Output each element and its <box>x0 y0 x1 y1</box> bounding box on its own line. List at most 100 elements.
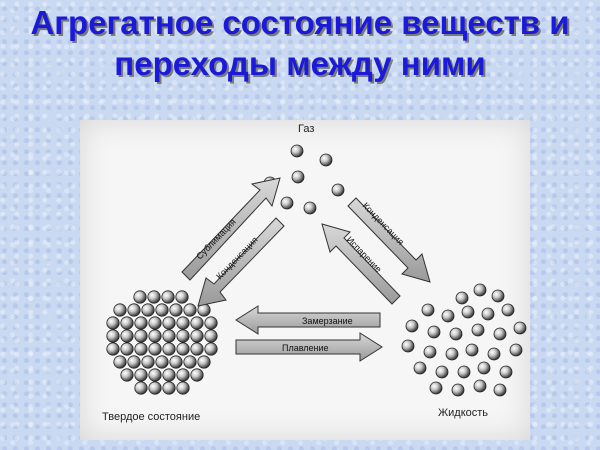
slide-title: Агрегатное состояние веществ и переходы … <box>30 4 570 82</box>
liquid-molecule <box>457 365 471 379</box>
solid-molecule <box>162 316 176 330</box>
solid-molecule <box>175 290 189 304</box>
solid-molecule <box>190 329 204 343</box>
solid-molecule <box>162 368 176 382</box>
solid-molecule <box>169 303 183 317</box>
solid-molecule <box>148 368 162 382</box>
gas-molecule <box>319 153 333 167</box>
liquid-molecule <box>451 383 465 397</box>
solid-molecule <box>155 303 169 317</box>
phase-diagram: Газ Твердое состояние Жидкость Сублимаци… <box>80 120 530 440</box>
gas-label: Газ <box>298 123 314 135</box>
liquid-molecule <box>487 347 501 361</box>
condensation-to-solid-arrow: Конденсация <box>197 217 285 307</box>
melting-label: Плавление <box>282 343 329 353</box>
solid-molecule <box>127 303 141 317</box>
liquid-molecule <box>427 325 441 339</box>
solid-molecule <box>176 381 190 395</box>
solid-molecule <box>148 342 162 356</box>
liquid-molecule <box>445 347 459 361</box>
liquid-molecule <box>509 343 523 357</box>
sublimation-label: Сублимация <box>194 217 238 262</box>
gas-molecules <box>263 144 345 215</box>
solid-molecule <box>134 316 148 330</box>
solid-molecule <box>134 329 148 343</box>
solid-molecule <box>141 303 155 317</box>
solid-molecule <box>204 316 218 330</box>
solid-molecule <box>161 290 175 304</box>
gas-molecule <box>280 196 294 210</box>
solid-molecule <box>127 355 141 369</box>
solid-molecule <box>120 316 134 330</box>
liquid-molecule <box>473 379 487 393</box>
solid-molecule <box>176 329 190 343</box>
solid-molecule <box>134 368 148 382</box>
liquid-molecule <box>465 343 479 357</box>
liquid-molecule <box>421 303 435 317</box>
solid-label: Твердое состояние <box>102 411 200 423</box>
gas-molecule <box>331 183 345 197</box>
solid-molecule <box>176 368 190 382</box>
liquid-molecule <box>513 321 527 335</box>
liquid-molecule <box>449 327 463 341</box>
solid-molecule <box>141 355 155 369</box>
gas-molecule <box>290 144 304 158</box>
solid-molecule <box>183 303 197 317</box>
solid-molecule <box>120 342 134 356</box>
solid-molecule <box>204 329 218 343</box>
liquid-molecule <box>493 327 507 341</box>
liquid-molecule <box>491 289 505 303</box>
solid-molecule <box>190 316 204 330</box>
solid-molecule <box>134 342 148 356</box>
liquid-molecule <box>441 309 455 323</box>
solid-molecule <box>204 342 218 356</box>
liquid-molecule <box>481 307 495 321</box>
solid-molecule <box>162 342 176 356</box>
liquid-label: Жидкость <box>438 407 488 419</box>
solid-molecule <box>155 355 169 369</box>
solid-molecule <box>134 381 148 395</box>
solid-molecule <box>106 329 120 343</box>
solid-molecule <box>120 368 134 382</box>
gas-molecule <box>303 201 317 215</box>
liquid-molecule <box>435 365 449 379</box>
solid-molecule <box>169 355 183 369</box>
solid-molecule <box>120 329 134 343</box>
freezing-label: Замерзание <box>302 316 353 326</box>
solid-molecule <box>148 316 162 330</box>
solid-molecule <box>133 290 147 304</box>
solid-molecule <box>113 303 127 317</box>
solid-molecule <box>106 316 120 330</box>
liquid-molecule <box>471 323 485 337</box>
gas-molecule <box>291 170 305 184</box>
liquid-molecule <box>429 381 443 395</box>
solid-molecule <box>147 290 161 304</box>
solid-molecule <box>106 342 120 356</box>
solid-molecule <box>183 355 197 369</box>
liquid-molecule <box>413 361 427 375</box>
solid-molecule <box>162 381 176 395</box>
solid-molecule <box>148 329 162 343</box>
liquid-molecule <box>401 339 415 353</box>
solid-molecule <box>197 355 211 369</box>
liquid-molecule <box>501 303 515 317</box>
liquid-molecule <box>473 283 487 297</box>
liquid-molecule <box>499 365 513 379</box>
liquid-molecule <box>423 345 437 359</box>
liquid-molecule <box>455 291 469 305</box>
solid-molecules <box>106 290 218 395</box>
melting-arrow: Плавление <box>235 332 383 362</box>
solid-molecule <box>148 381 162 395</box>
solid-molecule <box>190 368 204 382</box>
liquid-molecules <box>401 283 527 397</box>
liquid-molecule <box>405 319 419 333</box>
liquid-molecule <box>493 383 507 397</box>
solid-molecule <box>176 316 190 330</box>
liquid-molecule <box>461 305 475 319</box>
solid-molecule <box>190 342 204 356</box>
solid-molecule <box>113 355 127 369</box>
freezing-arrow: Замерзание <box>235 305 381 335</box>
phase-diagram-svg: Газ Твердое состояние Жидкость Сублимаци… <box>102 123 527 423</box>
liquid-molecule <box>477 361 491 375</box>
solid-molecule <box>176 342 190 356</box>
